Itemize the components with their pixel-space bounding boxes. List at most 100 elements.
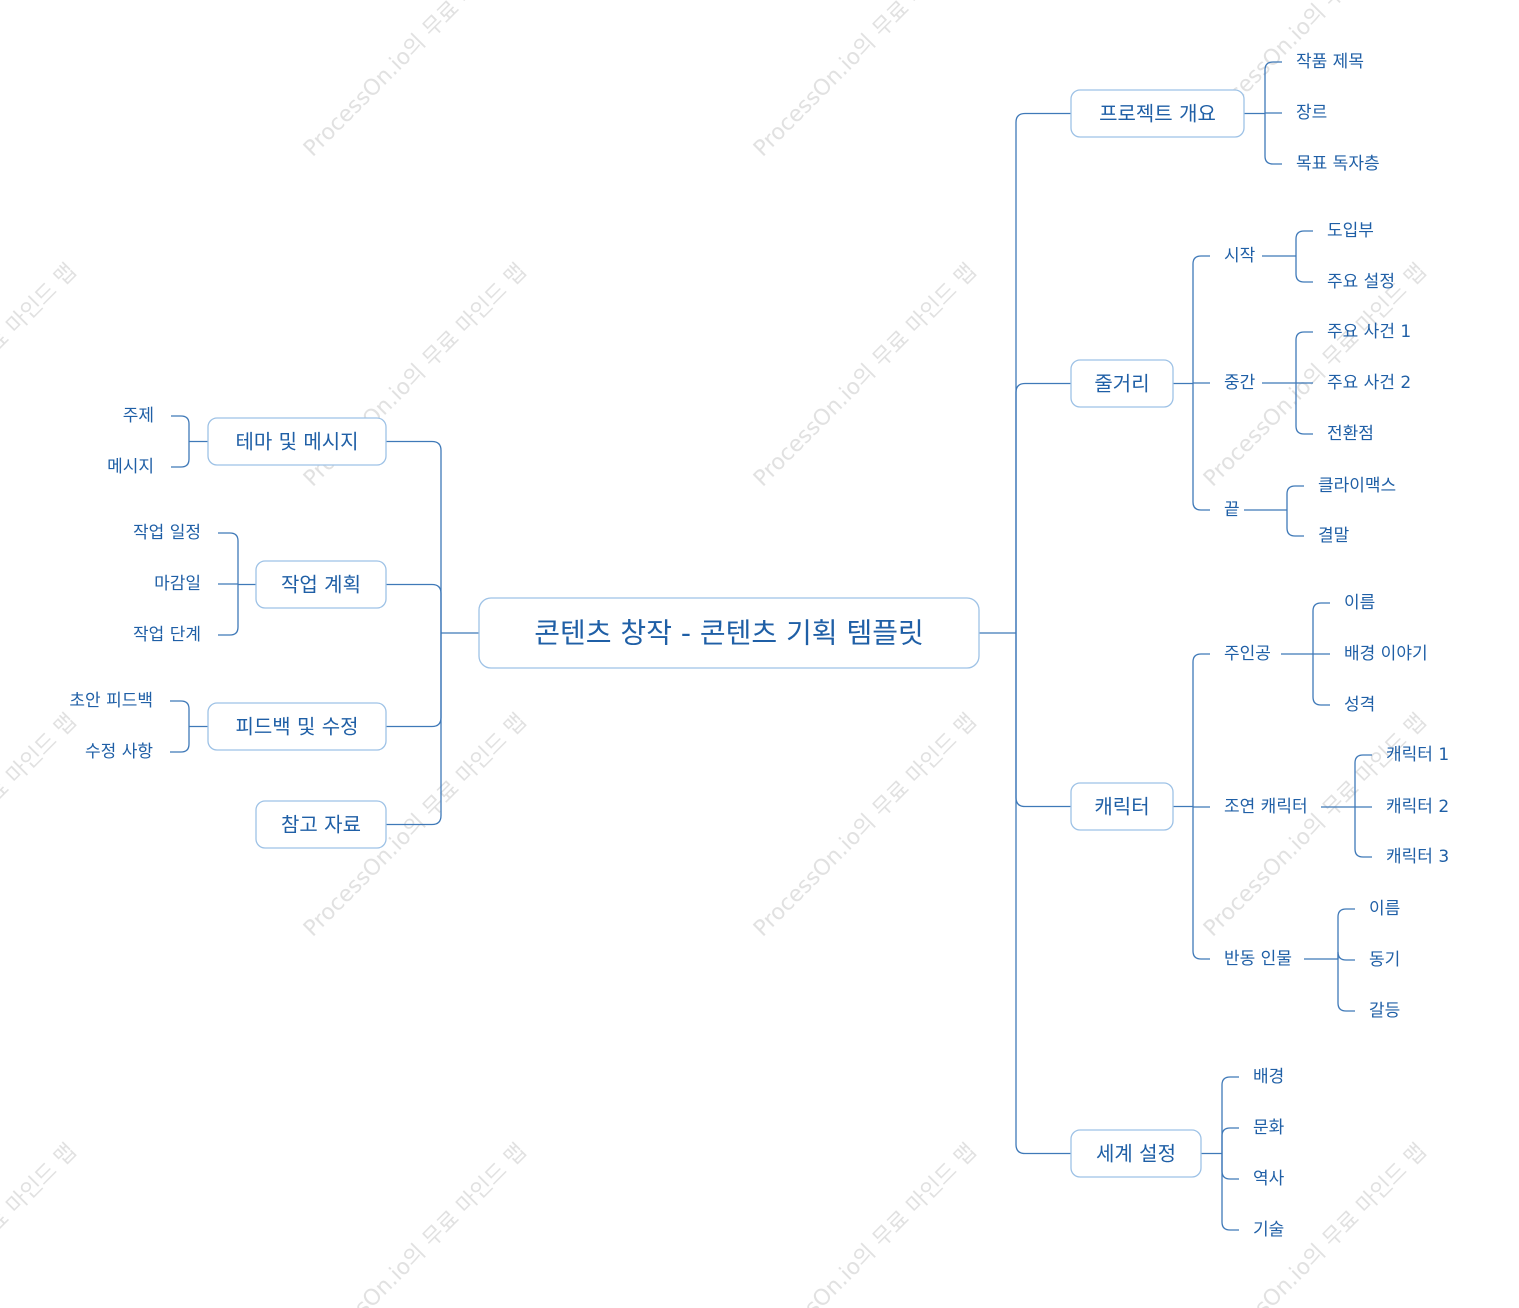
right-subtopic[interactable]: 중간 <box>1224 373 1256 393</box>
left-topic-1[interactable]: 작업 계획 <box>255 560 387 609</box>
left-subtopic-label: 메시지 <box>107 457 154 477</box>
right-subtopic-label: 작품 제목 <box>1296 52 1364 72</box>
right-subtopic-label: 조연 캐릭터 <box>1224 797 1308 817</box>
right-leaf-label: 이름 <box>1344 593 1375 613</box>
right-topic-label-0: 프로젝트 개요 <box>1099 102 1216 126</box>
right-leaf-topic[interactable]: 클라이맥스 <box>1318 476 1396 496</box>
left-topic-label-2: 피드백 및 수정 <box>235 715 358 739</box>
right-topic-1-frame <box>1070 359 1174 408</box>
left-topic-label-0: 테마 및 메시지 <box>235 430 358 454</box>
left-subtopic[interactable]: 초안 피드백 <box>69 691 153 711</box>
right-subtopic-label: 주인공 <box>1224 644 1271 664</box>
left-trunk-branch-0 <box>386 440 442 633</box>
right-leaf-label: 캐릭터 1 <box>1386 745 1449 765</box>
right-leaf-branch-1-0-1 <box>1295 256 1313 283</box>
right-topic-label-2: 캐릭터 <box>1094 795 1149 819</box>
right-leaf-branch-2-0-2 <box>1312 654 1330 706</box>
left-subtopic[interactable]: 마감일 <box>154 574 201 594</box>
right-leaf-topic[interactable]: 캐릭터 1 <box>1386 745 1449 765</box>
left-subtopic[interactable]: 작업 단계 <box>133 625 201 645</box>
right-leaf-topic[interactable]: 배경 이야기 <box>1344 644 1428 664</box>
right-trunk-branch-2 <box>1015 633 1071 808</box>
left-sub-branch-1-0 <box>218 532 239 585</box>
left-topic-3-frame <box>255 800 387 849</box>
right-sub-branch-3-3 <box>1221 1153 1239 1231</box>
right-topic-2[interactable]: 캐릭터 <box>1070 782 1174 831</box>
right-leaf-branch-2-2-2 <box>1337 959 1355 1012</box>
right-subtopic-label: 기술 <box>1253 1220 1284 1240</box>
right-subtopic[interactable]: 배경 <box>1253 1067 1284 1087</box>
right-subtopic[interactable]: 주인공 <box>1224 644 1271 664</box>
right-trunk-branch-0 <box>1015 112 1071 633</box>
left-subtopic-label: 작업 단계 <box>133 625 201 645</box>
right-subtopic[interactable]: 끝 <box>1224 500 1240 520</box>
right-leaf-topic[interactable]: 성격 <box>1344 695 1375 715</box>
left-subtopic-label: 작업 일정 <box>133 523 201 543</box>
left-topic-3[interactable]: 참고 자료 <box>255 800 387 849</box>
right-subtopic[interactable]: 반동 인물 <box>1224 949 1292 969</box>
right-sub-branch-3-0 <box>1221 1076 1239 1154</box>
right-leaf-topic[interactable]: 동기 <box>1369 950 1400 970</box>
right-leaf-label: 성격 <box>1344 695 1375 715</box>
right-subtopic[interactable]: 조연 캐릭터 <box>1224 797 1308 817</box>
right-sub-branch-3-2 <box>1221 1153 1239 1180</box>
right-subtopic-label: 배경 <box>1253 1067 1284 1087</box>
left-topic-2[interactable]: 피드백 및 수정 <box>207 702 387 751</box>
right-leaf-topic[interactable]: 전환점 <box>1327 424 1374 444</box>
right-subtopic[interactable]: 시작 <box>1224 246 1256 266</box>
right-leaf-topic[interactable]: 결말 <box>1318 526 1350 546</box>
right-leaf-topic[interactable]: 주요 사건 1 <box>1327 322 1411 342</box>
left-subtopic[interactable]: 작업 일정 <box>133 523 201 543</box>
watermark-text: ProcessOn.io의 무료 마인드 맵 <box>749 1139 982 1308</box>
root-topic[interactable]: 콘텐츠 창작 - 콘텐츠 기획 템플릿 <box>478 597 980 669</box>
right-leaf-topic[interactable]: 이름 <box>1369 899 1400 919</box>
root-topic-frame <box>478 597 980 669</box>
left-subtopic-label: 수정 사항 <box>85 742 153 762</box>
left-sub-branch-0-1 <box>171 441 190 468</box>
right-topic-1[interactable]: 줄거리 <box>1070 359 1174 408</box>
left-subtopic[interactable]: 주제 <box>123 406 154 426</box>
right-topic-0[interactable]: 프로젝트 개요 <box>1070 89 1245 138</box>
watermark-text: ProcessOn.io의 무료 마인드 맵 <box>749 709 982 942</box>
left-sub-branch-1-2 <box>218 584 239 636</box>
right-subtopic-label: 역사 <box>1253 1169 1285 1189</box>
right-subtopic[interactable]: 기술 <box>1253 1220 1284 1240</box>
right-subtopic-label: 장르 <box>1296 103 1327 123</box>
right-subtopic[interactable]: 장르 <box>1296 103 1327 123</box>
right-leaf-label: 배경 이야기 <box>1344 644 1428 664</box>
right-subtopic-label: 끝 <box>1224 500 1240 520</box>
right-sub-branch-2-0 <box>1192 653 1210 807</box>
right-subtopic-label: 시작 <box>1224 246 1256 266</box>
right-leaf-branch-1-0-0 <box>1295 230 1313 256</box>
watermark-text: ProcessOn.io의 무료 마인드 맵 <box>0 259 82 492</box>
right-subtopic[interactable]: 작품 제목 <box>1296 52 1364 72</box>
right-subtopic[interactable]: 목표 독자층 <box>1296 154 1380 174</box>
watermark-text: ProcessOn.io의 무료 마인드 맵 <box>1199 1139 1432 1308</box>
right-sub-branch-1-2 <box>1192 383 1210 511</box>
watermark-text: ProcessOn.io의 무료 마인드 맵 <box>0 709 82 942</box>
right-topic-2-frame <box>1070 782 1174 831</box>
right-sub-branch-1-0 <box>1192 255 1210 384</box>
right-topic-3[interactable]: 세계 설정 <box>1070 1129 1202 1178</box>
right-leaf-branch-1-2-0 <box>1286 485 1304 510</box>
right-leaf-topic[interactable]: 도입부 <box>1327 221 1374 241</box>
right-trunk-branch-3 <box>1015 633 1071 1155</box>
left-subtopic[interactable]: 수정 사항 <box>85 742 153 762</box>
watermark-text: ProcessOn.io의 무료 마인드 맵 <box>299 0 532 162</box>
watermark-text: ProcessOn.io의 무료 마인드 맵 <box>299 1139 532 1308</box>
watermark-text: ProcessOn.io의 무료 마인드 맵 <box>749 0 982 162</box>
left-topic-label-3: 참고 자료 <box>281 813 361 837</box>
right-leaf-topic[interactable]: 캐릭터 3 <box>1386 847 1449 867</box>
left-topic-0[interactable]: 테마 및 메시지 <box>207 417 387 466</box>
right-leaf-topic[interactable]: 주요 설정 <box>1327 272 1395 292</box>
right-leaf-topic[interactable]: 캐릭터 2 <box>1386 797 1449 817</box>
right-subtopic[interactable]: 문화 <box>1253 1118 1285 1138</box>
left-subtopic[interactable]: 메시지 <box>107 457 154 477</box>
right-leaf-topic[interactable]: 갈등 <box>1369 1001 1400 1021</box>
right-leaf-label: 캐릭터 2 <box>1386 797 1449 817</box>
right-sub-branch-0-0 <box>1264 61 1282 114</box>
right-leaf-topic[interactable]: 주요 사건 2 <box>1327 373 1411 393</box>
right-subtopic[interactable]: 역사 <box>1253 1169 1285 1189</box>
right-leaf-topic[interactable]: 이름 <box>1344 593 1375 613</box>
